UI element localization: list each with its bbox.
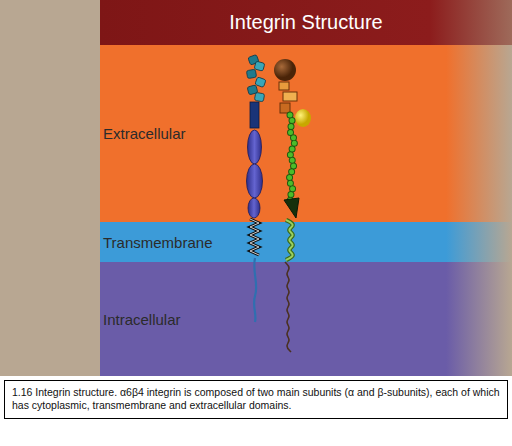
membrane-band: Intracellular xyxy=(100,262,512,376)
beta-subunit xyxy=(274,59,311,352)
alpha-subunit xyxy=(246,55,266,322)
band-label: Intracellular xyxy=(100,311,181,328)
caption-box: 1.16 Integrin structure. α6β4 integrin i… xyxy=(4,380,508,419)
integrin-illustration xyxy=(0,0,512,376)
band-label: Extracellular xyxy=(100,125,186,142)
title-bar: Integrin Structure xyxy=(100,0,512,45)
membrane-band: Extracellular xyxy=(100,45,512,222)
membrane-band: Transmembrane xyxy=(100,222,512,262)
figure-caption: 1.16 Integrin structure. α6β4 integrin i… xyxy=(12,386,500,412)
band-label: Transmembrane xyxy=(100,234,212,251)
title-text: Integrin Structure xyxy=(229,11,382,34)
